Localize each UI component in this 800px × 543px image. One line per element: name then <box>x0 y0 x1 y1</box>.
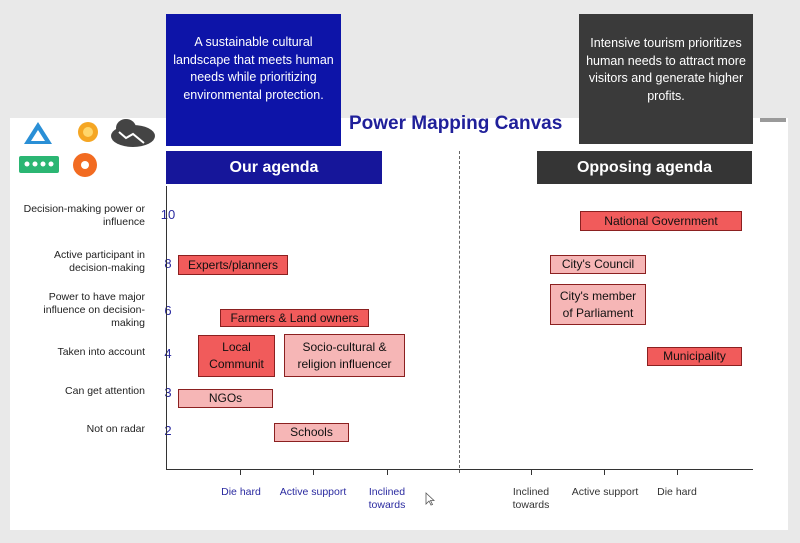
x-label: Active support <box>279 486 347 498</box>
stakeholder-ngos: NGOs <box>178 389 273 408</box>
level-label: Can get attention <box>65 385 145 397</box>
level-label: Active participant in decision-making <box>53 249 145 274</box>
x-tick <box>531 469 532 475</box>
x-label: Die hard <box>221 486 261 498</box>
mouse-cursor-icon <box>425 492 435 506</box>
grid-dots-icon <box>19 156 59 173</box>
level-number: 3 <box>164 385 172 400</box>
sun-icon <box>78 122 98 142</box>
x-tick <box>604 469 605 475</box>
opposing-agenda-callout: Intensive tourism prioritizes human need… <box>579 14 753 144</box>
level-label: Decision-making power or influence <box>23 203 145 228</box>
level-number: 10 <box>160 207 176 222</box>
icon-cluster <box>19 119 155 177</box>
y-axis <box>166 186 167 470</box>
x-tick <box>240 469 241 475</box>
stakeholder-national-government: National Government <box>580 211 742 231</box>
x-tick <box>313 469 314 475</box>
level-label: Taken into account <box>57 346 145 358</box>
x-label: Active support <box>571 486 639 498</box>
level-label: Not on radar <box>86 423 145 435</box>
x-tick <box>677 469 678 475</box>
stakeholder-city-mp: City's member of Parliament <box>550 284 646 325</box>
stakeholder-socio-cultural: Socio-cultural & religion influencer <box>284 334 405 377</box>
our-agenda-header: Our agenda <box>166 151 382 184</box>
stakeholder-schools: Schools <box>274 423 349 442</box>
x-label: Die hard <box>657 486 697 498</box>
level-number: 4 <box>164 346 172 361</box>
triangle-icon <box>24 122 52 144</box>
level-number: 6 <box>164 303 172 318</box>
cloud-chart-icon <box>111 119 155 147</box>
our-agenda-callout: A sustainable cultural landscape that me… <box>166 14 341 146</box>
slide-canvas <box>10 118 788 530</box>
level-label: Power to have major influence on decisio… <box>43 291 145 329</box>
stakeholder-municipality: Municipality <box>647 347 742 366</box>
flower-icon <box>73 153 97 177</box>
stakeholder-city-council: City's Council <box>550 255 646 274</box>
stakeholder-farmers: Farmers & Land owners <box>220 309 369 327</box>
x-label: Inclined towards <box>512 486 550 511</box>
opposing-agenda-header: Opposing agenda <box>537 151 752 184</box>
x-tick <box>387 469 388 475</box>
page-title: Power Mapping Canvas <box>349 113 563 134</box>
level-number: 2 <box>164 423 172 438</box>
level-number: 8 <box>164 256 172 271</box>
stakeholder-local-community: Local Communit <box>198 335 275 377</box>
stakeholder-experts: Experts/planners <box>178 255 288 275</box>
x-label: Inclined towards <box>368 486 406 511</box>
decorative-line <box>760 118 786 122</box>
agenda-divider <box>459 151 460 473</box>
